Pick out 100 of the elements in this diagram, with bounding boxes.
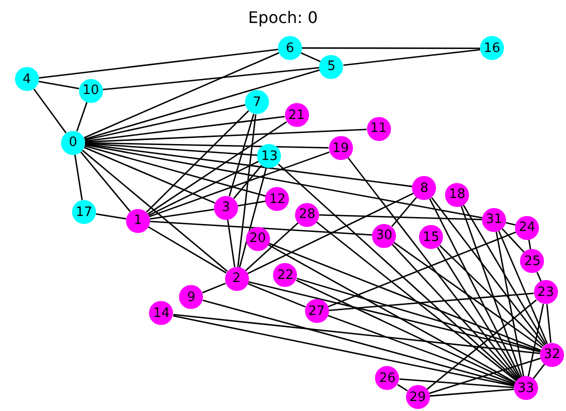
graph-edge xyxy=(233,164,262,199)
graph-node xyxy=(246,226,270,251)
graph-edge xyxy=(228,114,254,196)
graph-node xyxy=(445,182,470,207)
graph-edge xyxy=(238,167,267,268)
graph-node xyxy=(257,144,282,168)
graph-edge xyxy=(347,157,520,380)
graph-node xyxy=(265,187,290,212)
graph-node xyxy=(295,202,320,227)
node-number: 32 xyxy=(544,348,560,362)
graph-edge xyxy=(268,244,516,384)
graph-edge xyxy=(202,300,514,386)
graph-node xyxy=(375,366,400,390)
graph-edge xyxy=(428,358,541,394)
graph-edge xyxy=(74,154,83,200)
graph-edge xyxy=(84,142,258,156)
graph-node xyxy=(224,266,248,291)
node-number: 24 xyxy=(518,221,536,234)
graph-edge xyxy=(150,220,372,236)
graph-edge xyxy=(532,364,546,380)
graph-node xyxy=(278,36,302,60)
graph-edge xyxy=(84,128,367,143)
graph-node xyxy=(480,36,504,60)
graph-edge xyxy=(148,121,287,215)
node-number: 3 xyxy=(222,201,230,214)
node-number: 9 xyxy=(187,290,196,304)
graph-edge xyxy=(173,314,540,354)
graph-node xyxy=(412,176,436,200)
graph-edge xyxy=(394,242,543,348)
graph-edge xyxy=(296,278,541,352)
graph-edge xyxy=(391,196,418,227)
graph-node xyxy=(406,385,430,409)
graph-node xyxy=(304,299,329,324)
graph-node xyxy=(14,67,39,92)
graph-edge xyxy=(84,116,285,142)
graph-node xyxy=(372,224,396,248)
graph-edge xyxy=(84,146,216,204)
graph-edge xyxy=(237,114,256,268)
graph-edge xyxy=(399,378,514,388)
node-number: 8 xyxy=(420,182,428,195)
graph-node xyxy=(534,280,558,304)
graph-node xyxy=(328,136,353,160)
graph-edge xyxy=(96,213,126,220)
node-number: 20 xyxy=(249,232,266,246)
graph-edge xyxy=(38,48,278,79)
graph-edge xyxy=(38,80,80,90)
graph-edge xyxy=(247,192,414,274)
graph-edge xyxy=(102,67,320,90)
node-number: 14 xyxy=(153,306,170,320)
node-number: 7 xyxy=(252,96,262,109)
graph-edge xyxy=(430,388,514,397)
graph-node xyxy=(245,90,270,114)
graph-edge xyxy=(148,226,227,274)
graph-edge xyxy=(431,197,546,346)
graph-edge xyxy=(460,206,522,378)
node-number: 19 xyxy=(332,142,349,155)
graph-node xyxy=(149,301,174,326)
graph-edge xyxy=(268,242,542,351)
graph-edge xyxy=(496,232,524,377)
graph-node xyxy=(284,103,309,128)
node-number: 2 xyxy=(232,272,241,286)
graph-edge xyxy=(33,88,67,134)
graph-node xyxy=(273,263,298,288)
graph-edge xyxy=(397,384,408,392)
graph-edge xyxy=(227,220,236,268)
node-number: 12 xyxy=(269,192,286,206)
graph-node xyxy=(366,116,391,141)
graph-edge xyxy=(202,282,226,294)
graph-edge xyxy=(502,228,525,253)
graph-node xyxy=(540,342,564,367)
graph-node xyxy=(514,376,538,400)
graph-node xyxy=(126,208,150,233)
graph-edge xyxy=(343,49,480,66)
graph-edge xyxy=(462,204,546,345)
graph-node xyxy=(419,225,444,250)
graph-node xyxy=(319,54,344,78)
graph-edge xyxy=(84,143,412,188)
graph-edge xyxy=(302,47,480,49)
graph-edge xyxy=(247,282,306,308)
graph-edge xyxy=(238,200,266,206)
graph-edge xyxy=(319,214,482,220)
graph-edge xyxy=(506,222,516,226)
node-number: 21 xyxy=(288,108,305,122)
node-number: 22 xyxy=(277,268,294,282)
node-number: 10 xyxy=(82,84,100,98)
graph-edge xyxy=(146,110,250,213)
node-number: 4 xyxy=(22,72,31,86)
node-number: 25 xyxy=(524,254,541,268)
graph-node xyxy=(214,196,238,220)
node-number: 17 xyxy=(76,206,92,218)
graph-edge xyxy=(248,281,540,352)
graph-node xyxy=(482,208,506,232)
node-number: 18 xyxy=(448,188,466,202)
node-number: 1 xyxy=(134,214,142,228)
graph-edge xyxy=(84,145,266,197)
graph-edge xyxy=(278,164,518,381)
graph-edge xyxy=(316,221,517,382)
graph-edge xyxy=(82,150,228,272)
graph-edge xyxy=(536,272,542,282)
graph-edge xyxy=(439,244,544,347)
